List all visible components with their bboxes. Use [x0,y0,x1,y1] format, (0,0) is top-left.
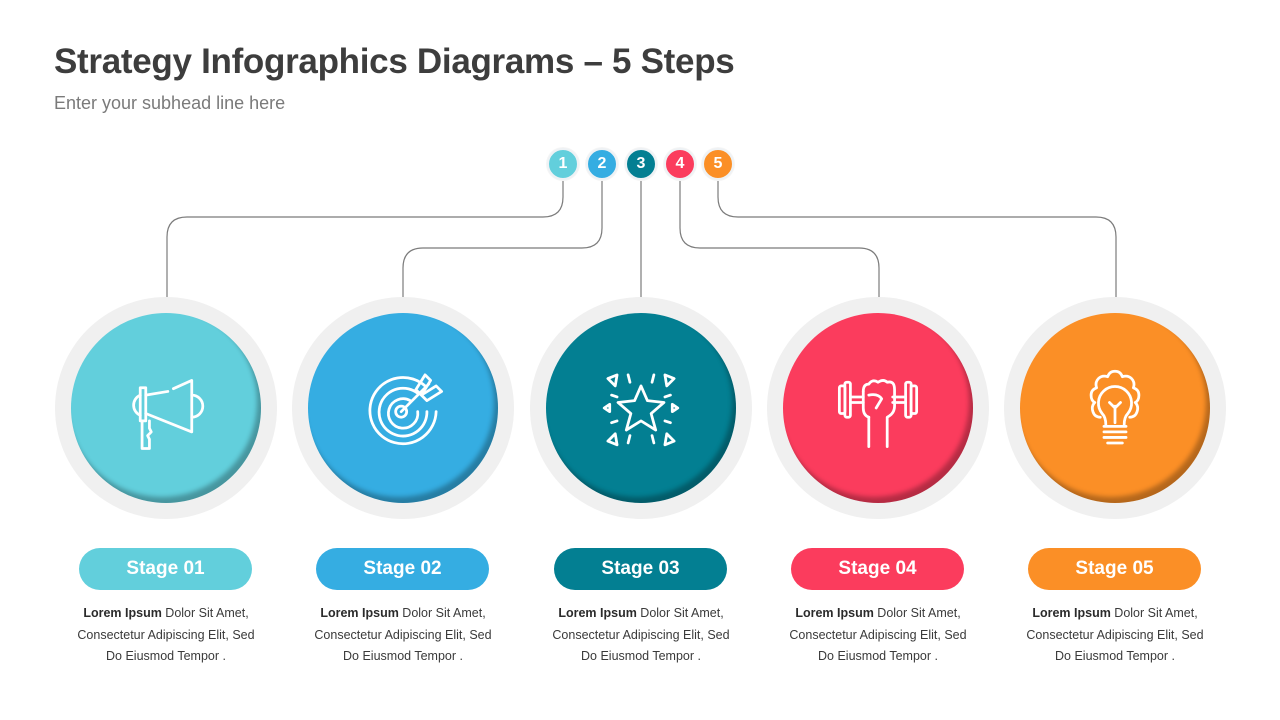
desc-line2: Consectetur Adipiscing Elit, Sed [1026,627,1204,642]
step-number-4: 4 [664,148,696,180]
desc-bold: Lorem Ipsum [320,606,399,620]
desc-line3: Do Eiusmod Tempor . [106,649,226,663]
target-arrow-icon [368,373,444,446]
megaphone-icon [132,379,205,450]
stage-description: Lorem Ipsum Dolor Sit Amet, Consectetur … [282,603,524,668]
stage-label-pill: Stage 04 [791,548,964,590]
desc-line3: Do Eiusmod Tempor . [1055,649,1175,663]
stage-description: Lorem Ipsum Dolor Sit Amet, Consectetur … [994,603,1236,668]
stage-disc [546,313,736,503]
stage-label-pill: Stage 01 [79,548,252,590]
desc-bold: Lorem Ipsum [1032,606,1111,620]
stage-disc [1020,313,1210,503]
star-sparkle-icon [602,373,680,447]
stage-label-pill: Stage 05 [1028,548,1201,590]
desc-line1: Dolor Sit Amet, [873,606,961,620]
step-number-5: 5 [702,148,734,180]
desc-line1: Dolor Sit Amet, [398,606,486,620]
stage-disc [308,313,498,503]
desc-line2: Consectetur Adipiscing Elit, Sed [552,627,730,642]
desc-line2: Consectetur Adipiscing Elit, Sed [314,627,492,642]
desc-bold: Lorem Ipsum [795,606,874,620]
desc-line2: Consectetur Adipiscing Elit, Sed [789,627,967,642]
desc-line3: Do Eiusmod Tempor . [343,649,463,663]
step-number-2: 2 [586,148,618,180]
desc-line1: Dolor Sit Amet, [161,606,249,620]
desc-line3: Do Eiusmod Tempor . [818,649,938,663]
desc-line3: Do Eiusmod Tempor . [581,649,701,663]
stage-label-pill: Stage 02 [316,548,489,590]
desc-bold: Lorem Ipsum [83,606,162,620]
lightbulb-gear-icon [1089,369,1141,445]
step-number-1: 1 [547,148,579,180]
connector-5 [717,180,1117,297]
fist-dumbbell-icon [837,379,919,449]
desc-line2: Consectetur Adipiscing Elit, Sed [77,627,255,642]
desc-line1: Dolor Sit Amet, [636,606,724,620]
stage-disc [71,313,261,503]
stage-description: Lorem Ipsum Dolor Sit Amet, Consectetur … [45,603,287,668]
page-title: Strategy Infographics Diagrams – 5 Steps [54,42,735,81]
stage-label-pill: Stage 03 [554,548,727,590]
page-subtitle: Enter your subhead line here [54,93,286,113]
desc-line1: Dolor Sit Amet, [1110,606,1198,620]
desc-bold: Lorem Ipsum [558,606,637,620]
connector-2 [402,180,603,297]
stage-description: Lorem Ipsum Dolor Sit Amet, Consectetur … [520,603,762,668]
connector-4 [679,180,880,297]
connector-1 [166,180,564,297]
stage-description: Lorem Ipsum Dolor Sit Amet, Consectetur … [757,603,999,668]
stage-disc [783,313,973,503]
step-number-3: 3 [625,148,657,180]
